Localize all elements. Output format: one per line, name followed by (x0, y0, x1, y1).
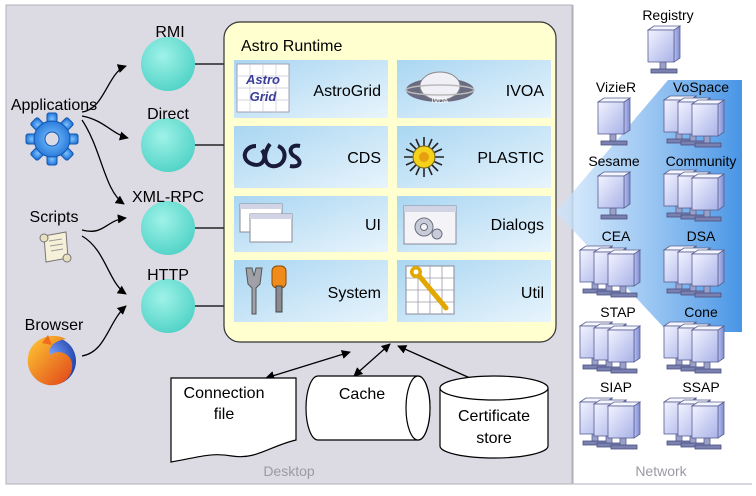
tools-icon (245, 265, 287, 315)
protocol-direct: Direct (141, 106, 232, 172)
astrogrid-label: AstroGrid (313, 83, 381, 100)
xml-rpc-label: XML-RPC (132, 189, 204, 206)
astrogrid-logo: Astro Grid (236, 63, 290, 113)
desktop-label: Desktop (263, 463, 315, 479)
sesame-label: Sesame (588, 153, 640, 169)
client-scripts: Scripts (30, 209, 79, 263)
protocol-xml-rpc: XML-RPC (132, 189, 232, 255)
vospace-server-icon (690, 99, 726, 148)
connection-file-line2: file (214, 406, 235, 423)
network-labels: Registry VizieR VoSpace Sesame Community… (588, 7, 736, 395)
direct-ball (141, 118, 195, 172)
rmi-label: RMI (155, 24, 184, 41)
module-astrogrid: Astro Grid AstroGrid (234, 60, 388, 118)
dialogs-label: Dialogs (491, 217, 544, 234)
cache-store: Cache (305, 375, 431, 441)
certificate-store: Certificate store (439, 375, 549, 459)
cds-logo (242, 142, 302, 169)
scripts-label: Scripts (30, 209, 79, 226)
registry-server-icon (646, 25, 682, 74)
svg-text:Grid: Grid (250, 89, 278, 104)
protocol-http: HTTP (141, 267, 232, 333)
ui-label: UI (365, 217, 381, 234)
runtime-title: Astro Runtime (241, 38, 342, 55)
sesame-server-icon (596, 171, 632, 220)
ivoa-label: IVOA (506, 83, 545, 100)
connection-file: Connection file (170, 377, 297, 463)
siap-server-icon (606, 401, 642, 450)
util-label: Util (521, 285, 544, 302)
module-plastic: PLASTIC (397, 126, 551, 188)
svg-text:IVOA: IVOA (432, 98, 449, 105)
cone-label: Cone (684, 304, 718, 320)
svg-text:Astro: Astro (245, 72, 280, 87)
stap-server-icon (606, 325, 642, 374)
client-browser: Browser (25, 317, 84, 386)
connection-file-line1: Connection (184, 385, 265, 402)
ssap-server-icon (690, 401, 726, 450)
module-system: System (234, 260, 388, 322)
stap-label: STAP (600, 304, 636, 320)
ivoa-logo: IVOA (405, 71, 475, 105)
http-label: HTTP (147, 267, 189, 284)
module-ui: UI (234, 196, 388, 252)
siap-label: SIAP (600, 379, 632, 395)
ssap-label: SSAP (682, 379, 719, 395)
server-icons (578, 25, 726, 450)
storage-connectors (265, 343, 471, 380)
astro-runtime: Astro Runtime Astro Grid AstroGrid IV (223, 21, 557, 343)
firefox-icon (27, 335, 76, 386)
dsa-server-icon (690, 249, 726, 298)
applications-label: Applications (11, 97, 97, 114)
system-label: System (328, 285, 381, 302)
http-ball (141, 279, 195, 333)
cone-server-icon (690, 325, 726, 374)
browser-label: Browser (25, 317, 84, 334)
client-applications: Applications (11, 97, 97, 166)
cea-server-icon (606, 249, 642, 298)
scroll-icon (39, 231, 72, 263)
vospace-label: VoSpace (673, 79, 729, 95)
direct-label: Direct (147, 106, 189, 123)
rmi-ball (141, 37, 195, 91)
wrench-icon (405, 265, 455, 315)
module-util: Util (397, 260, 551, 322)
cache-label: Cache (339, 386, 385, 403)
network-label: Network (635, 463, 687, 479)
certificate-line2: store (476, 430, 512, 447)
vizier-label: VizieR (596, 79, 636, 95)
dialog-icon (403, 205, 457, 245)
dsa-label: DSA (687, 228, 716, 244)
plastic-label: PLASTIC (477, 150, 544, 167)
module-cds: CDS (234, 126, 388, 188)
xml-rpc-ball (141, 201, 195, 255)
cds-label: CDS (347, 150, 381, 167)
registry-label: Registry (642, 7, 693, 23)
module-ivoa: IVOA IVOA (397, 60, 551, 118)
community-label: Community (666, 153, 737, 169)
module-dialogs: Dialogs (397, 196, 551, 252)
cea-label: CEA (602, 228, 631, 244)
client-connectors (81, 64, 129, 357)
plastic-logo (404, 137, 444, 177)
window-icon (239, 203, 293, 243)
certificate-line1: Certificate (458, 408, 530, 425)
community-server-icon (690, 173, 726, 222)
gear-icon (25, 112, 79, 166)
vizier-server-icon (596, 97, 632, 146)
